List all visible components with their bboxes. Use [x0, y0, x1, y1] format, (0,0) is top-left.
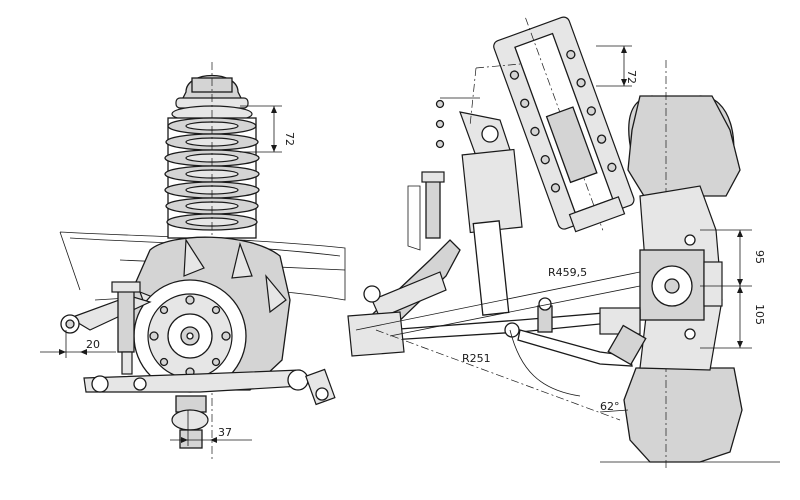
- dimension-label-upper-height: 95: [753, 250, 766, 264]
- left-view-front-suspension: 72: [40, 62, 346, 460]
- wheel-hub: [133, 279, 247, 393]
- dimension-label-spring: 72: [283, 132, 296, 146]
- coilover-unit: [493, 16, 635, 233]
- tyre-section: [600, 60, 780, 470]
- dimension-label-lower-radius: R251: [462, 352, 491, 365]
- wishbones: [347, 239, 647, 367]
- control-arms: [60, 281, 336, 449]
- dimension-label-upper-radius: R459,5: [548, 266, 587, 279]
- dimension-label-lower-height: 105: [753, 304, 766, 325]
- construction-lines: [355, 271, 641, 421]
- right-view-double-wishbone: 95 105 72: [347, 16, 780, 470]
- wheel-rim: [639, 185, 723, 371]
- dimension-arm-offset: 20: [40, 330, 116, 358]
- coil-spring: [164, 62, 260, 460]
- damper-strut: [421, 148, 523, 316]
- dimension-spring-top: 72: [240, 105, 296, 153]
- dimension-shock-top: 72: [596, 45, 638, 87]
- dimension-label-shock: 72: [625, 70, 638, 84]
- dimension-label-camber: 62°: [600, 400, 620, 413]
- dimension-wheel-heights: 95 105: [700, 229, 766, 349]
- dimension-label-hub: 37: [218, 426, 232, 439]
- dimension-label-arm: 20: [86, 338, 100, 351]
- dimension-hub-offset: 37: [170, 410, 252, 446]
